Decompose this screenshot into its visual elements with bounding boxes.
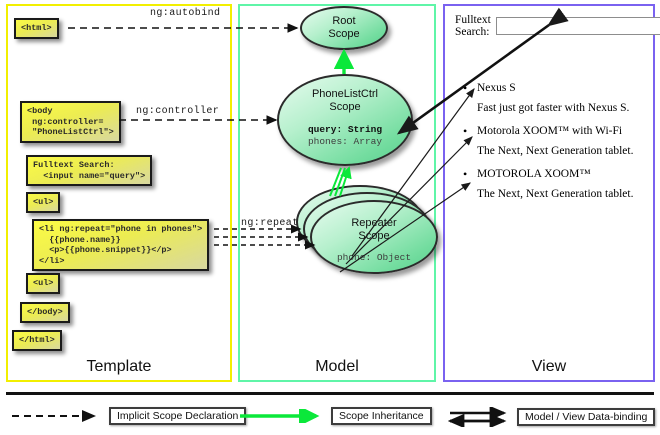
connector-label-controller: ng:controller <box>136 106 220 117</box>
scope-phonelistctrl-title-2: Scope <box>329 101 361 113</box>
model-column-label: Model <box>315 358 359 375</box>
list-item: Motorola XOOM™ with Wi-Fi The Next, Next… <box>455 124 650 157</box>
legend-label-model-view-data-binding: Model / View Data-binding <box>517 408 656 426</box>
code-block-ul-close: <ul> <box>26 273 61 294</box>
phone-name: Nexus S <box>455 81 650 96</box>
phone-name: Motorola XOOM™ with Wi-Fi <box>455 124 650 139</box>
scope-phonelistctrl-title-1: PhoneListCtrl <box>311 88 379 100</box>
phone-snippet: The Next, Next Generation tablet. <box>477 145 634 157</box>
view-search-label: Fulltext Search: <box>455 14 491 38</box>
view-search-input[interactable] <box>495 17 660 35</box>
phone-snippet: Fast just got faster with Nexus S. <box>477 102 630 114</box>
code-block-body-open: <body ng:controller= "PhoneListCtrl"> <box>20 101 121 143</box>
code-block-html-open: <html> <box>14 18 59 39</box>
code-block-html-close: </html> <box>12 330 62 351</box>
scope-repeater-title-1: Repeater <box>351 216 397 229</box>
scope-repeater-title-2: Scope <box>358 229 390 242</box>
code-block-li-repeat: <li ng:repeat="phone in phones"> {{phone… <box>32 219 210 271</box>
legend-item-model-view-data-binding: Model / View Data-binding <box>448 407 656 427</box>
view-content: Fulltext Search: Nexus S Fast just got f… <box>455 14 660 211</box>
scope-root-title-2: Scope <box>328 28 360 40</box>
list-item: Nexus S Fast just got faster with Nexus … <box>455 81 650 114</box>
scope-prop-phones: phones: Array <box>307 136 383 147</box>
code-block-ul-open: <ul> <box>26 192 61 213</box>
view-search-row: Fulltext Search: <box>455 14 660 38</box>
legend-item-implicit-scope-declaration: Implicit Scope Declaration <box>10 407 247 425</box>
view-column-label: View <box>531 358 567 375</box>
phone-snippet: The Next, Next Generation tablet. <box>477 188 634 200</box>
legend-glyph-dashed-arrow <box>12 410 96 422</box>
legend: Implicit Scope Declaration Scope Inherit… <box>0 400 660 435</box>
scope-root: Root Scope <box>300 6 388 50</box>
legend-item-scope-inheritance: Scope Inheritance <box>238 407 432 425</box>
scope-prop-query: query: String <box>307 124 383 135</box>
template-column-label: Template <box>86 358 152 375</box>
connector-label-repeat: ng:repeat <box>241 218 299 229</box>
scope-root-title-1: Root <box>332 15 356 27</box>
legend-label-scope-inheritance: Scope Inheritance <box>331 407 432 425</box>
scope-repeater: Repeater Scope phone: Object <box>310 200 438 274</box>
code-block-fulltext-search: Fulltext Search: <input name="query"> <box>26 155 153 186</box>
legend-glyph-green-arrow <box>240 409 320 423</box>
code-block-body-close: </body> <box>20 302 70 323</box>
scope-prop-phone: phone: Object <box>336 251 412 263</box>
phone-name: MOTOROLA XOOM™ <box>455 167 650 182</box>
legend-glyph-double-arrow <box>448 407 507 427</box>
connector-label-autobind: ng:autobind <box>150 8 221 19</box>
view-phone-list: Nexus S Fast just got faster with Nexus … <box>455 81 650 200</box>
list-item: MOTOROLA XOOM™ The Next, Next Generation… <box>455 167 650 200</box>
legend-divider <box>6 392 654 395</box>
legend-label-implicit-scope-declaration: Implicit Scope Declaration <box>109 407 247 425</box>
scope-phonelistctrl: PhoneListCtrl Scope query: String phones… <box>277 74 413 166</box>
